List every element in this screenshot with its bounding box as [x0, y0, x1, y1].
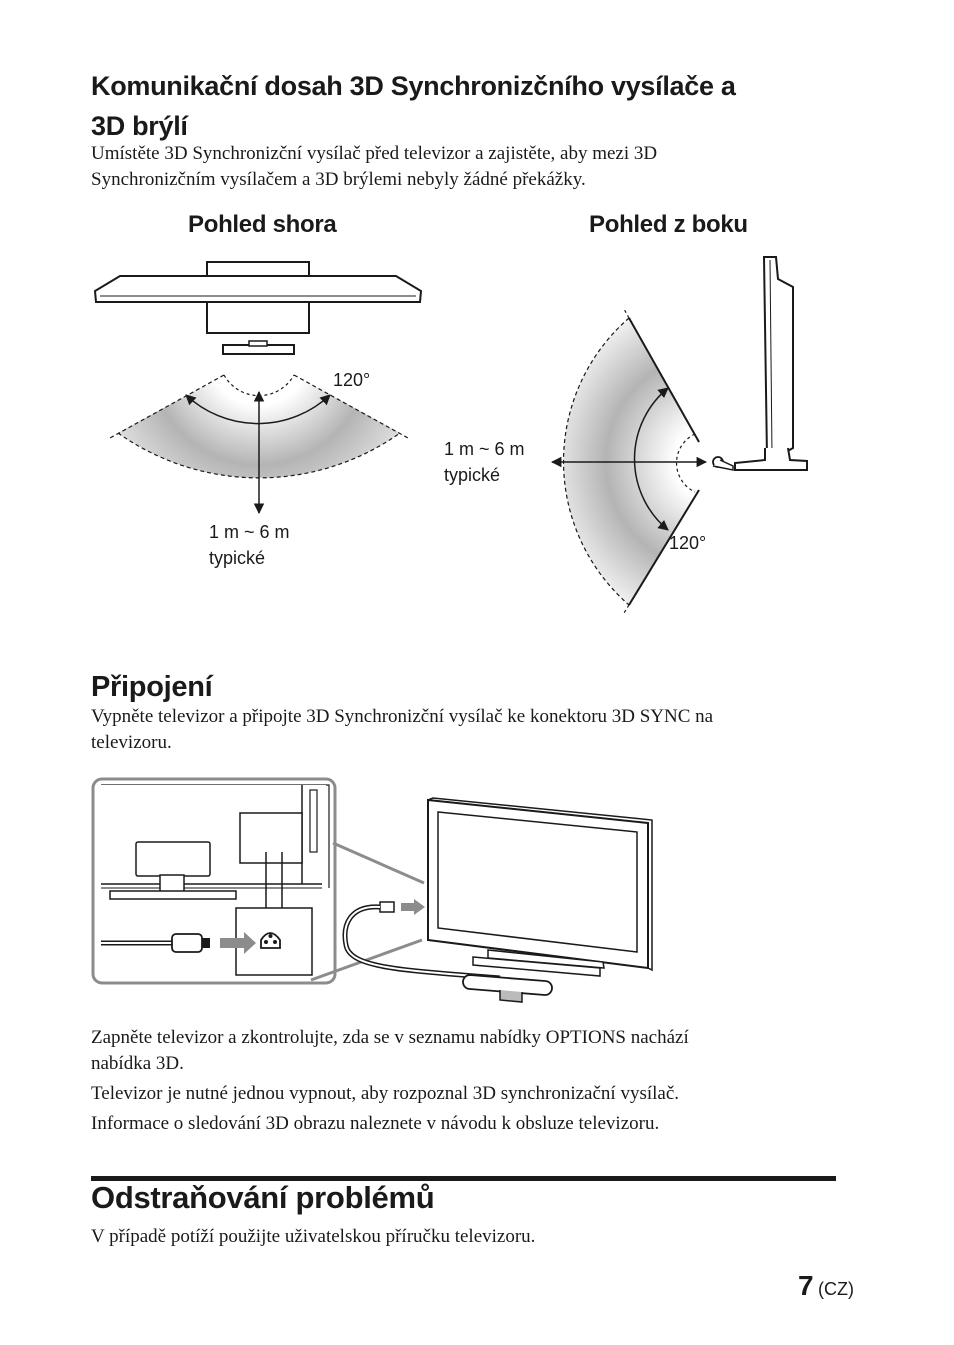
page-footer: 7 (CZ) [798, 1270, 854, 1302]
after-para2: Televizor je nutné jednou vypnout, aby r… [91, 1083, 680, 1104]
view-side-label: Pohled z boku [589, 211, 748, 238]
section-range-body-line1: Umístěte 3D Synchronizční vysílač před t… [91, 143, 658, 164]
side-view-diagram [550, 256, 808, 614]
top-view-diagram [93, 261, 423, 515]
view-top-label: Pohled shora [188, 211, 337, 238]
after-para3: Informace o sledování 3D obrazu naleznet… [91, 1113, 660, 1134]
side-distance-line2: typické [444, 465, 501, 485]
section-range-title-line1: Komunikační dosah 3D Synchronizčního vys… [91, 71, 736, 101]
top-distance-line1: 1 m ~ 6 m [209, 522, 290, 542]
section-connect-body-line1: Vypněte televizor a připojte 3D Synchron… [91, 706, 714, 727]
side-angle-label: 120° [669, 533, 707, 553]
after-para1-line1: Zapněte televizor a zkontrolujte, zda se… [91, 1027, 689, 1048]
side-distance-line1: 1 m ~ 6 m [444, 439, 525, 459]
page-suffix: (CZ) [818, 1279, 855, 1299]
section-range-body-line2: Synchronizčním vysílačem a 3D brýlemi ne… [91, 169, 586, 190]
section-trouble-body: V případě potíží použijte uživatelskou p… [91, 1226, 536, 1247]
connection-diagram [91, 777, 653, 1003]
top-distance-line2: typické [209, 548, 266, 568]
section-connect-body-line2: televizoru. [91, 732, 172, 753]
section-divider [91, 1176, 836, 1181]
top-angle-label: 120° [333, 370, 371, 390]
section-range-title-line2: 3D brýlí [91, 111, 188, 141]
page-number: 7 [798, 1270, 814, 1301]
section-connect-title: Připojení [91, 671, 213, 703]
section-trouble-title: Odstraňování problémů [91, 1180, 435, 1215]
after-para1-line2: nabídka 3D. [91, 1053, 184, 1074]
